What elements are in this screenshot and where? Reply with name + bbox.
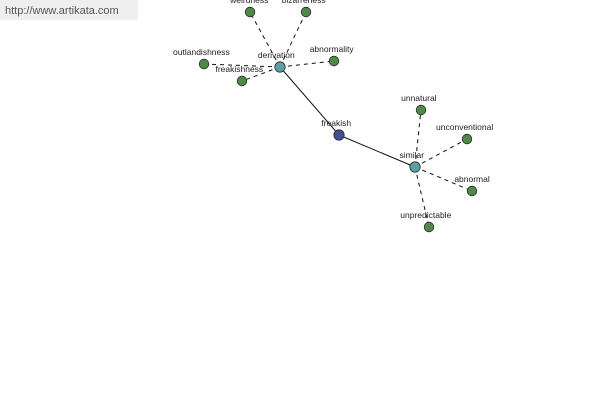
node-weirdness[interactable]: weirdness xyxy=(229,0,268,18)
node-label-similar: similar xyxy=(400,150,425,160)
edges-layer xyxy=(203,11,473,228)
nodes-layer: freakish derivation similar weirdness bizarr… xyxy=(173,0,493,233)
node-freakish[interactable]: freakish xyxy=(321,118,351,141)
edge-similar-unnatural xyxy=(414,109,422,168)
site-url[interactable]: http://www.artikata.com xyxy=(0,0,138,20)
edge-similar-unconventional xyxy=(414,138,468,168)
node-circle-similar[interactable] xyxy=(409,161,421,173)
node-label-weirdness: weirdness xyxy=(229,0,268,5)
node-label-abnormality: abnormality xyxy=(310,44,355,54)
node-circle-weirdness[interactable] xyxy=(244,6,256,18)
node-abnormality[interactable]: abnormality xyxy=(310,44,355,67)
node-label-unpredictable: unpredictable xyxy=(400,210,451,220)
node-abnormal[interactable]: abnormal xyxy=(454,174,490,197)
node-outlandishness[interactable]: outlandishness xyxy=(173,47,230,70)
node-label-outlandishness: outlandishness xyxy=(173,47,230,57)
node-label-unnatural: unnatural xyxy=(401,93,437,103)
node-circle-unnatural[interactable] xyxy=(415,104,427,116)
node-circle-abnormality[interactable] xyxy=(328,55,340,67)
node-freakishness[interactable]: freakishness xyxy=(215,64,263,87)
node-label-unconventional: unconventional xyxy=(436,122,493,132)
edge-freakish-similar xyxy=(338,134,416,168)
node-label-freakishness: freakishness xyxy=(215,64,263,74)
node-label-derivation: derivation xyxy=(258,50,295,60)
edge-derivation-weirdness xyxy=(249,11,281,68)
edge-derivation-bizarreness xyxy=(279,11,307,68)
node-unconventional[interactable]: unconventional xyxy=(436,122,493,145)
node-circle-freakishness[interactable] xyxy=(236,75,248,87)
edge-freakish-derivation xyxy=(279,66,340,136)
node-circle-unpredictable[interactable] xyxy=(423,221,435,233)
node-circle-abnormal[interactable] xyxy=(466,185,478,197)
node-similar[interactable]: similar xyxy=(400,150,425,173)
node-circle-freakish[interactable] xyxy=(333,129,345,141)
node-circle-derivation[interactable] xyxy=(274,61,286,73)
edge-similar-abnormal xyxy=(414,166,473,192)
edge-similar-unpredictable xyxy=(414,166,430,228)
node-circle-unconventional[interactable] xyxy=(461,133,473,145)
edge-derivation-abnormality xyxy=(279,60,335,68)
edge-derivation-freakishness xyxy=(241,66,281,82)
node-derivation[interactable]: derivation xyxy=(258,50,295,73)
node-unpredictable[interactable]: unpredictable xyxy=(400,210,452,233)
node-label-bizarreness: bizarreness xyxy=(282,0,326,5)
node-unnatural[interactable]: unnatural xyxy=(401,93,437,116)
node-circle-outlandishness[interactable] xyxy=(198,58,210,70)
node-label-abnormal: abnormal xyxy=(454,174,490,184)
node-circle-bizarreness[interactable] xyxy=(300,6,312,18)
node-bizarreness[interactable]: bizarreness xyxy=(282,0,326,18)
node-label-freakish: freakish xyxy=(321,118,351,128)
